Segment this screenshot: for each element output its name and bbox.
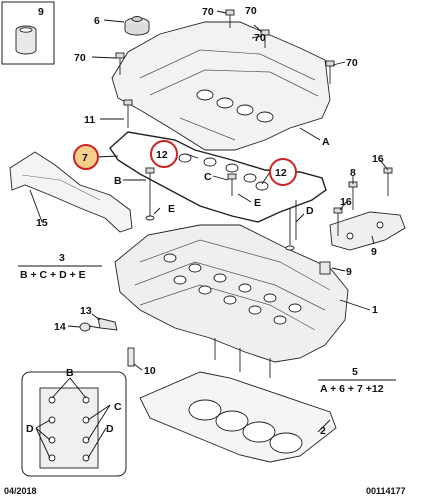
leader-lines [29, 10, 389, 433]
callout-70-a: 70 [74, 52, 86, 64]
tightening-inset: B C D D [21, 367, 127, 477]
sensor-13 [97, 317, 118, 331]
bolt-16-b [333, 207, 343, 236]
bolt-70-a [115, 52, 125, 75]
inset-label-D-left: D [26, 423, 34, 435]
callout-D: D [306, 205, 314, 217]
footer-date: 04/2018 [4, 486, 37, 496]
callout-1: 1 [372, 304, 378, 316]
plug-14 [79, 322, 101, 332]
head-bolt-B [145, 167, 155, 221]
callout-70-e: 70 [346, 57, 358, 69]
callout-16-b: 16 [340, 196, 352, 208]
bolt-16-a [383, 167, 393, 196]
callout-13: 13 [80, 305, 92, 317]
inset-label-B: B [66, 367, 74, 379]
sleeve-icon [15, 25, 37, 55]
formula-3-number: 3 [59, 252, 65, 264]
callout-11: 11 [84, 114, 95, 126]
callout-E-left: E [168, 203, 175, 215]
highlight-7: 7 [73, 144, 99, 170]
callout-6: 6 [94, 15, 100, 27]
formula-5-number: 5 [352, 366, 358, 378]
lifting-bracket [329, 211, 406, 251]
bolt-70-b [225, 9, 235, 28]
callout-E-right: E [254, 197, 261, 209]
callout-70-d: 70 [254, 32, 266, 44]
inset-label-D-right: D [106, 423, 114, 435]
callout-70-b: 70 [202, 6, 214, 18]
bolt-70-d [325, 60, 335, 84]
callout-12-b: 12 [275, 167, 287, 179]
callout-C: C [204, 171, 212, 183]
heat-shield [9, 151, 133, 233]
callout-9-bracket: 9 [371, 246, 377, 258]
callout-A: A [322, 136, 330, 148]
cylinder-head [114, 224, 349, 378]
bolt-11 [123, 99, 133, 128]
callout-10: 10 [144, 365, 156, 377]
callout-B: B [114, 175, 122, 187]
stud-D [285, 208, 295, 251]
footer-reference: 00114177 [366, 486, 406, 496]
formula-5-expression: A + 6 + 7 +12 [320, 383, 384, 395]
head-gasket [139, 371, 337, 463]
oil-filler-cap [124, 16, 150, 36]
callout-70-c: 70 [245, 5, 257, 17]
callout-9-sleeve: 9 [346, 266, 352, 278]
formula-3-expression: B + C + D + E [20, 269, 86, 281]
inset-label-C: C [114, 401, 122, 413]
callout-14: 14 [54, 321, 66, 333]
camshaft-lobes [163, 253, 302, 325]
sleeve-9 [319, 261, 331, 275]
callout-15: 15 [36, 217, 48, 229]
callout-2: 2 [320, 425, 326, 437]
callout-12-a: 12 [156, 149, 168, 161]
bolt-70-c [260, 29, 270, 48]
highlight-12-a: 12 [150, 140, 178, 168]
cover-gasket [109, 131, 327, 223]
kit-formula-5: 5 A + 6 + 7 +12 [318, 366, 396, 395]
callout-7: 7 [82, 152, 88, 164]
highlight-12-b: 12 [269, 158, 297, 186]
callout-8: 8 [350, 167, 356, 179]
inset-part-9: 9 [1, 1, 55, 65]
callout-9-inset: 9 [38, 6, 44, 18]
dowel-10 [127, 347, 135, 367]
valve-cover [111, 21, 331, 151]
callout-16-a: 16 [372, 153, 384, 165]
kit-formula-3: 3 B + C + D + E [18, 252, 102, 281]
bolt-C [227, 173, 237, 196]
